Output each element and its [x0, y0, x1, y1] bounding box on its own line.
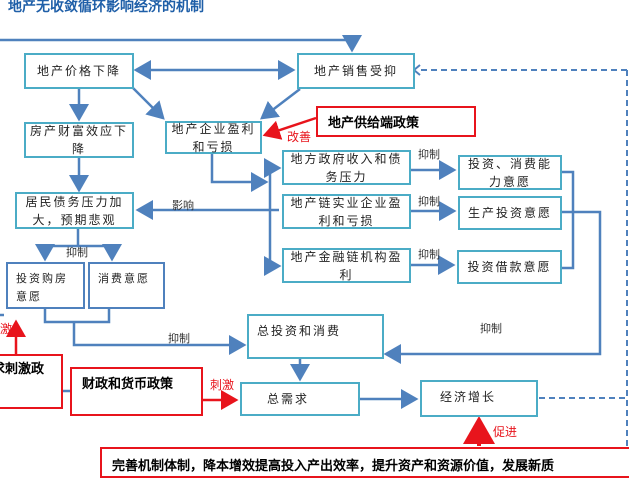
label-suppress: 抑制 [168, 332, 190, 345]
label-promote: 促进 [493, 425, 518, 439]
box-total-invest-consume: 总投资和消费 [247, 314, 384, 359]
box-wealth-effect: 房产财富效应下降 [24, 122, 134, 158]
policy-demand-side: 扩需求刺激政策 [0, 354, 63, 409]
box-house-purchase: 投资购房意愿 [6, 262, 85, 309]
box-price-drop: 地产价格下降 [24, 53, 134, 89]
label-influence: 影响 [172, 199, 194, 212]
label-improve: 改善 [287, 130, 312, 144]
box-consume-willingness: 消费意愿 [88, 262, 165, 309]
box-household-debt: 居民债务压力加大，预期悲观 [15, 192, 134, 229]
policy-supply-side: 地产供给端政策 [316, 106, 476, 137]
box-aggregate-demand: 总需求 [240, 382, 360, 416]
page-title: 地产无收敛循环影响经济的机制 [8, 0, 204, 15]
label-stimulate-left: 刺激 [0, 322, 13, 336]
box-sales-suppressed: 地产销售受抑 [297, 53, 415, 89]
box-loan-willingness: 投资借款意愿 [457, 250, 562, 284]
label-suppress: 抑制 [66, 246, 88, 259]
box-chain-finance: 地产金融链机构盈利 [282, 248, 411, 283]
policy-fiscal-monetary: 财政和货币政策 [70, 367, 203, 416]
policy-reform: 完善机制体制，降本增效提高投入产出效率，提升资产和资源价值，发展新质 [100, 447, 629, 478]
box-developer-profit: 地产企业盈利和亏损 [165, 121, 262, 154]
box-local-gov: 地方政府收入和债务压力 [282, 150, 411, 185]
label-suppress: 抑制 [480, 322, 502, 335]
label-suppress: 抑制 [418, 195, 440, 208]
box-invest-consume-ability: 投资、消费能力意愿 [458, 155, 562, 190]
box-production-invest: 生产投资意愿 [458, 196, 562, 230]
box-chain-enterprise: 地产链实业企业盈利和亏损 [282, 194, 411, 229]
label-suppress: 抑制 [418, 148, 440, 161]
box-economic-growth: 经济增长 [420, 380, 538, 417]
top-feedback-arrow [0, 35, 362, 53]
label-stimulate: 刺激 [210, 378, 235, 392]
label-suppress: 抑制 [418, 248, 440, 261]
